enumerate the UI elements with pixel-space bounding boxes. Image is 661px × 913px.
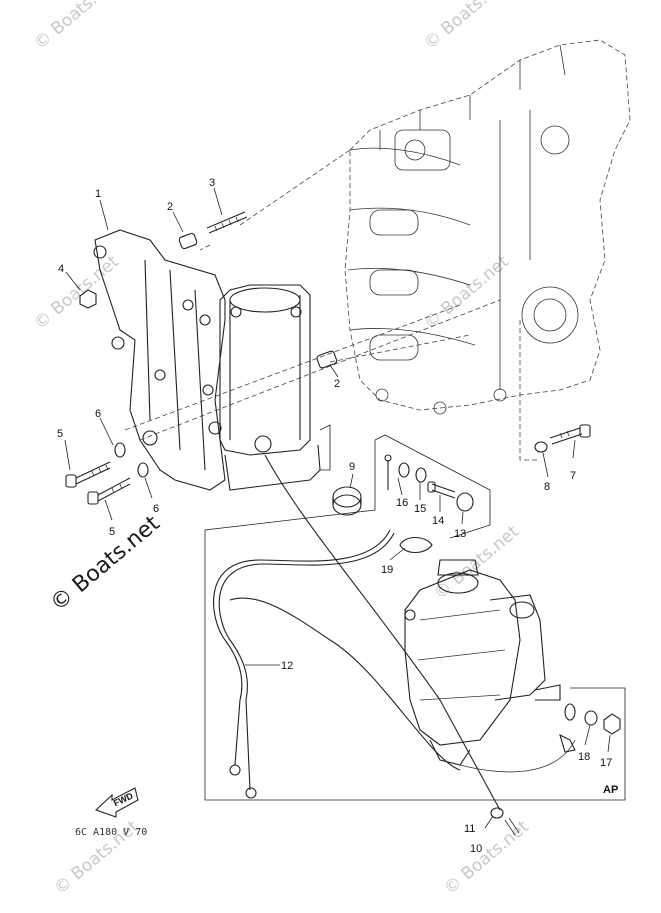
fwd-arrow: FWD bbox=[94, 787, 139, 818]
callout-label: 6 bbox=[153, 503, 159, 515]
box-label: AP bbox=[603, 784, 618, 796]
callout-label: 9 bbox=[349, 461, 355, 473]
callout-label: 16 bbox=[396, 497, 408, 509]
callout-label: 4 bbox=[58, 263, 64, 275]
grommet-part-9 bbox=[332, 486, 362, 516]
callout-label: 13 bbox=[454, 528, 466, 540]
callout-label: 10 bbox=[470, 843, 482, 855]
callout-label: 8 bbox=[544, 481, 550, 493]
callout-label: 6 bbox=[95, 408, 101, 420]
assembly-lines bbox=[124, 149, 540, 461]
callout-label: 3 bbox=[209, 177, 215, 189]
watermark-text: © Boats.net bbox=[30, 252, 123, 334]
watermark-text: © Boats.net bbox=[420, 252, 513, 334]
starter-motor bbox=[404, 559, 561, 766]
callout-label: 19 bbox=[381, 564, 393, 576]
callout-label: 18 bbox=[578, 751, 590, 763]
engine-block bbox=[344, 39, 631, 415]
watermark-text: © Boats.net bbox=[420, 0, 513, 54]
callout-label: 2 bbox=[334, 378, 340, 390]
bolt-and-washer-7-8 bbox=[534, 424, 591, 453]
drawing-code: 6C A180 V 70 bbox=[75, 827, 147, 838]
ground-lead bbox=[459, 739, 576, 773]
leader-lines bbox=[64, 187, 611, 829]
callout-label: 5 bbox=[57, 428, 63, 440]
callout-label: 17 bbox=[600, 757, 612, 769]
callout-label: 14 bbox=[432, 515, 444, 527]
cable-part-12 bbox=[213, 529, 461, 799]
callout-label: 15 bbox=[414, 503, 426, 515]
watermark-text: © Boats.net bbox=[30, 0, 123, 54]
callout-label: 11 bbox=[464, 823, 475, 835]
callout-label: 12 bbox=[281, 660, 293, 672]
spacer-and-stud bbox=[178, 211, 338, 369]
callout-label: 5 bbox=[109, 526, 115, 538]
battery-cable bbox=[264, 454, 501, 811]
callout-labels: 1 2 3 4 5 6 6 5 2 7 8 9 16 15 14 13 19 1… bbox=[57, 177, 618, 855]
small-parts bbox=[384, 454, 621, 836]
nut-part-4 bbox=[79, 289, 97, 309]
callout-label: 1 bbox=[95, 188, 101, 200]
electrical-housing bbox=[219, 284, 321, 491]
watermark-text: © Boats.net bbox=[440, 817, 533, 899]
callout-label: 2 bbox=[167, 201, 173, 213]
callout-label: 7 bbox=[570, 470, 576, 482]
fwd-label: FWD bbox=[112, 790, 135, 808]
bolts-and-washers bbox=[65, 442, 149, 505]
bracket-part-1 bbox=[93, 229, 226, 491]
watermark-large: © Boats.net bbox=[46, 511, 165, 617]
starter-box bbox=[204, 424, 626, 801]
